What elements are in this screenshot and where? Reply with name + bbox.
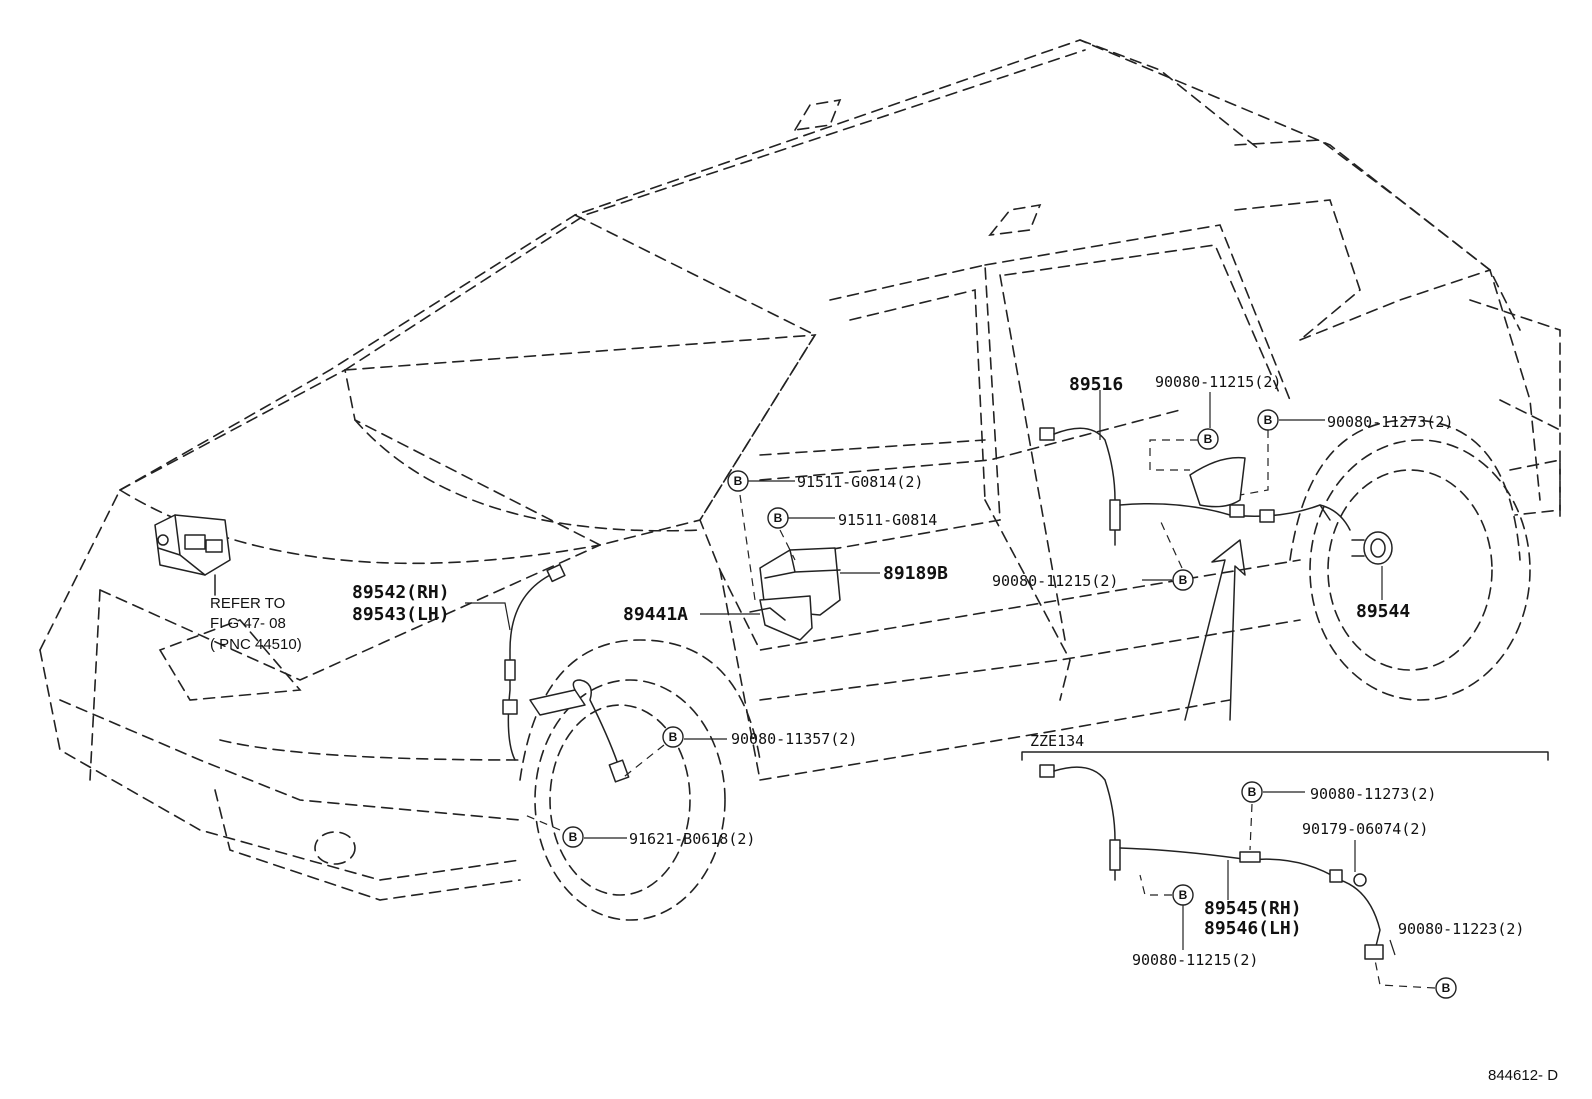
svg-text:B: B xyxy=(774,511,783,525)
part-label-91511-g0814: 91511-G0814 xyxy=(838,511,937,529)
part-label-90080-11215-top: 90080-11215(2) xyxy=(1155,373,1281,391)
bolt-symbol-icon: B xyxy=(1197,428,1219,450)
svg-text:B: B xyxy=(1248,785,1257,799)
part-label-89544: 89544 xyxy=(1356,601,1410,622)
part-label-89545: 89545(RH) xyxy=(1204,898,1302,919)
part-label-89546: 89546(LH) xyxy=(1204,918,1302,939)
part-label-89542: 89542(RH) xyxy=(352,582,450,603)
inset-pointer-arrow xyxy=(1184,539,1246,721)
svg-text:B: B xyxy=(669,730,678,744)
svg-text:B: B xyxy=(734,474,743,488)
inset-zze134: ZZE134 xyxy=(1021,732,1549,960)
part-label-90080-11215-inset: 90080-11215(2) xyxy=(1132,951,1258,969)
bolt-symbol-icon: B xyxy=(1172,569,1194,591)
bolt-symbol-icon: B xyxy=(562,826,584,848)
part-label-90080-11357: 90080-11357(2) xyxy=(731,730,857,748)
refer-note-line1: REFER TO xyxy=(210,595,285,612)
front-speed-sensor xyxy=(502,563,630,783)
part-labels: 89516 90080-11215(2) 90080-11273(2) 9151… xyxy=(352,373,1524,969)
bolt-symbols: B B B B B B B B B B xyxy=(562,409,1457,999)
bolt-symbol-icon: B xyxy=(1241,781,1263,803)
bolt-symbol-icon: B xyxy=(662,726,684,748)
svg-text:B: B xyxy=(1179,573,1188,587)
rear-harness-main xyxy=(1039,427,1351,546)
part-label-90080-11215-mid: 90080-11215(2) xyxy=(992,572,1118,590)
part-label-89543: 89543(LH) xyxy=(352,604,450,625)
rear-sensor-89544 xyxy=(1351,531,1393,565)
svg-text:B: B xyxy=(1442,981,1451,995)
refer-note-line3: ( PNC 44510) xyxy=(210,636,302,653)
bolt-symbol-icon: B xyxy=(727,470,749,492)
part-label-90080-11273-inset: 90080-11273(2) xyxy=(1310,785,1436,803)
bolt-symbol-icon: B xyxy=(1257,409,1279,431)
bolt-symbol-icon: B xyxy=(1435,977,1457,999)
part-label-90080-11223: 90080-11223(2) xyxy=(1398,920,1524,938)
svg-text:B: B xyxy=(1264,413,1273,427)
part-label-90080-11273-top: 90080-11273(2) xyxy=(1327,413,1453,431)
inset-label: ZZE134 xyxy=(1030,732,1084,750)
svg-text:B: B xyxy=(569,830,578,844)
part-label-89516: 89516 xyxy=(1069,374,1123,395)
part-label-89441a: 89441A xyxy=(623,604,688,625)
bolt-symbol-icon: B xyxy=(1172,884,1194,906)
part-label-90179-06074: 90179-06074(2) xyxy=(1302,820,1428,838)
refer-note-line2: FI G 47- 08 xyxy=(210,615,286,632)
svg-text:B: B xyxy=(1204,432,1213,446)
control-module xyxy=(749,547,841,641)
vehicle-outline xyxy=(39,39,1561,921)
part-label-91511-g0814-2: 91511-G0814(2) xyxy=(797,473,923,491)
abs-actuator xyxy=(154,514,231,596)
leader-lines xyxy=(465,390,1436,989)
part-label-91621-b0618: 91621-B0618(2) xyxy=(629,830,755,848)
part-label-89189b: 89189B xyxy=(883,563,948,584)
bolt-symbol-icon: B xyxy=(767,507,789,529)
refer-note: REFER TO FI G 47- 08 ( PNC 44510) xyxy=(210,595,302,653)
svg-text:B: B xyxy=(1179,888,1188,902)
figure-id: 844612- D xyxy=(1488,1067,1558,1084)
